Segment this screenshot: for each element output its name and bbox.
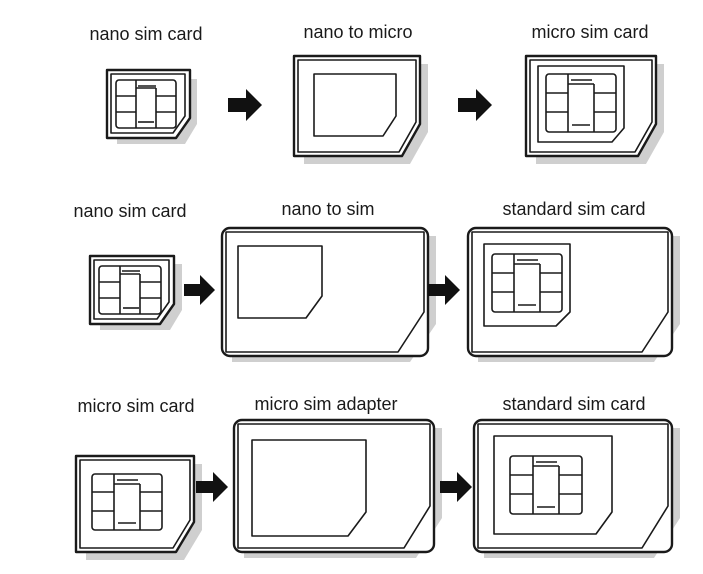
nano-to-micro-adapter-illustration — [292, 54, 428, 164]
row-2: nano sim card nano to sim standard sim c… — [73, 199, 680, 362]
standard-sim-card-illustration — [472, 418, 680, 558]
sim-chip-icon — [509, 455, 583, 515]
label-row3-right: standard sim card — [502, 394, 645, 414]
arrow-icon — [196, 472, 228, 502]
arrow-icon — [228, 89, 262, 121]
sim-chip-icon — [491, 253, 563, 313]
nano-to-sim-adapter-illustration — [220, 226, 436, 362]
micro-sim-adapter-illustration — [232, 418, 442, 558]
label-row1-left: nano sim card — [89, 24, 202, 44]
label-row2-middle: nano to sim — [281, 199, 374, 219]
micro-sim-card-illustration — [74, 454, 202, 560]
micro-sim-card-illustration — [524, 54, 664, 164]
row-3: micro sim card micro sim adapter standar… — [74, 394, 680, 560]
sim-chip-icon — [98, 265, 162, 315]
sim-chip-icon — [91, 473, 163, 531]
label-row1-middle: nano to micro — [303, 22, 412, 42]
nano-sim-card-illustration — [88, 254, 182, 330]
label-row3-middle: micro sim adapter — [254, 394, 397, 414]
nano-sim-card-illustration — [105, 68, 197, 144]
sim-chip-icon — [115, 79, 177, 129]
label-row3-left: micro sim card — [77, 396, 194, 416]
arrow-icon — [184, 275, 215, 305]
standard-sim-card-illustration — [466, 226, 680, 362]
sim-chip-icon — [545, 73, 617, 133]
arrow-icon — [428, 275, 460, 305]
arrow-icon — [458, 89, 492, 121]
label-row2-right: standard sim card — [502, 199, 645, 219]
label-row2-left: nano sim card — [73, 201, 186, 221]
row-1: nano sim card nano to micro micro sim ca… — [89, 22, 664, 164]
arrow-icon — [440, 472, 472, 502]
label-row1-right: micro sim card — [531, 22, 648, 42]
